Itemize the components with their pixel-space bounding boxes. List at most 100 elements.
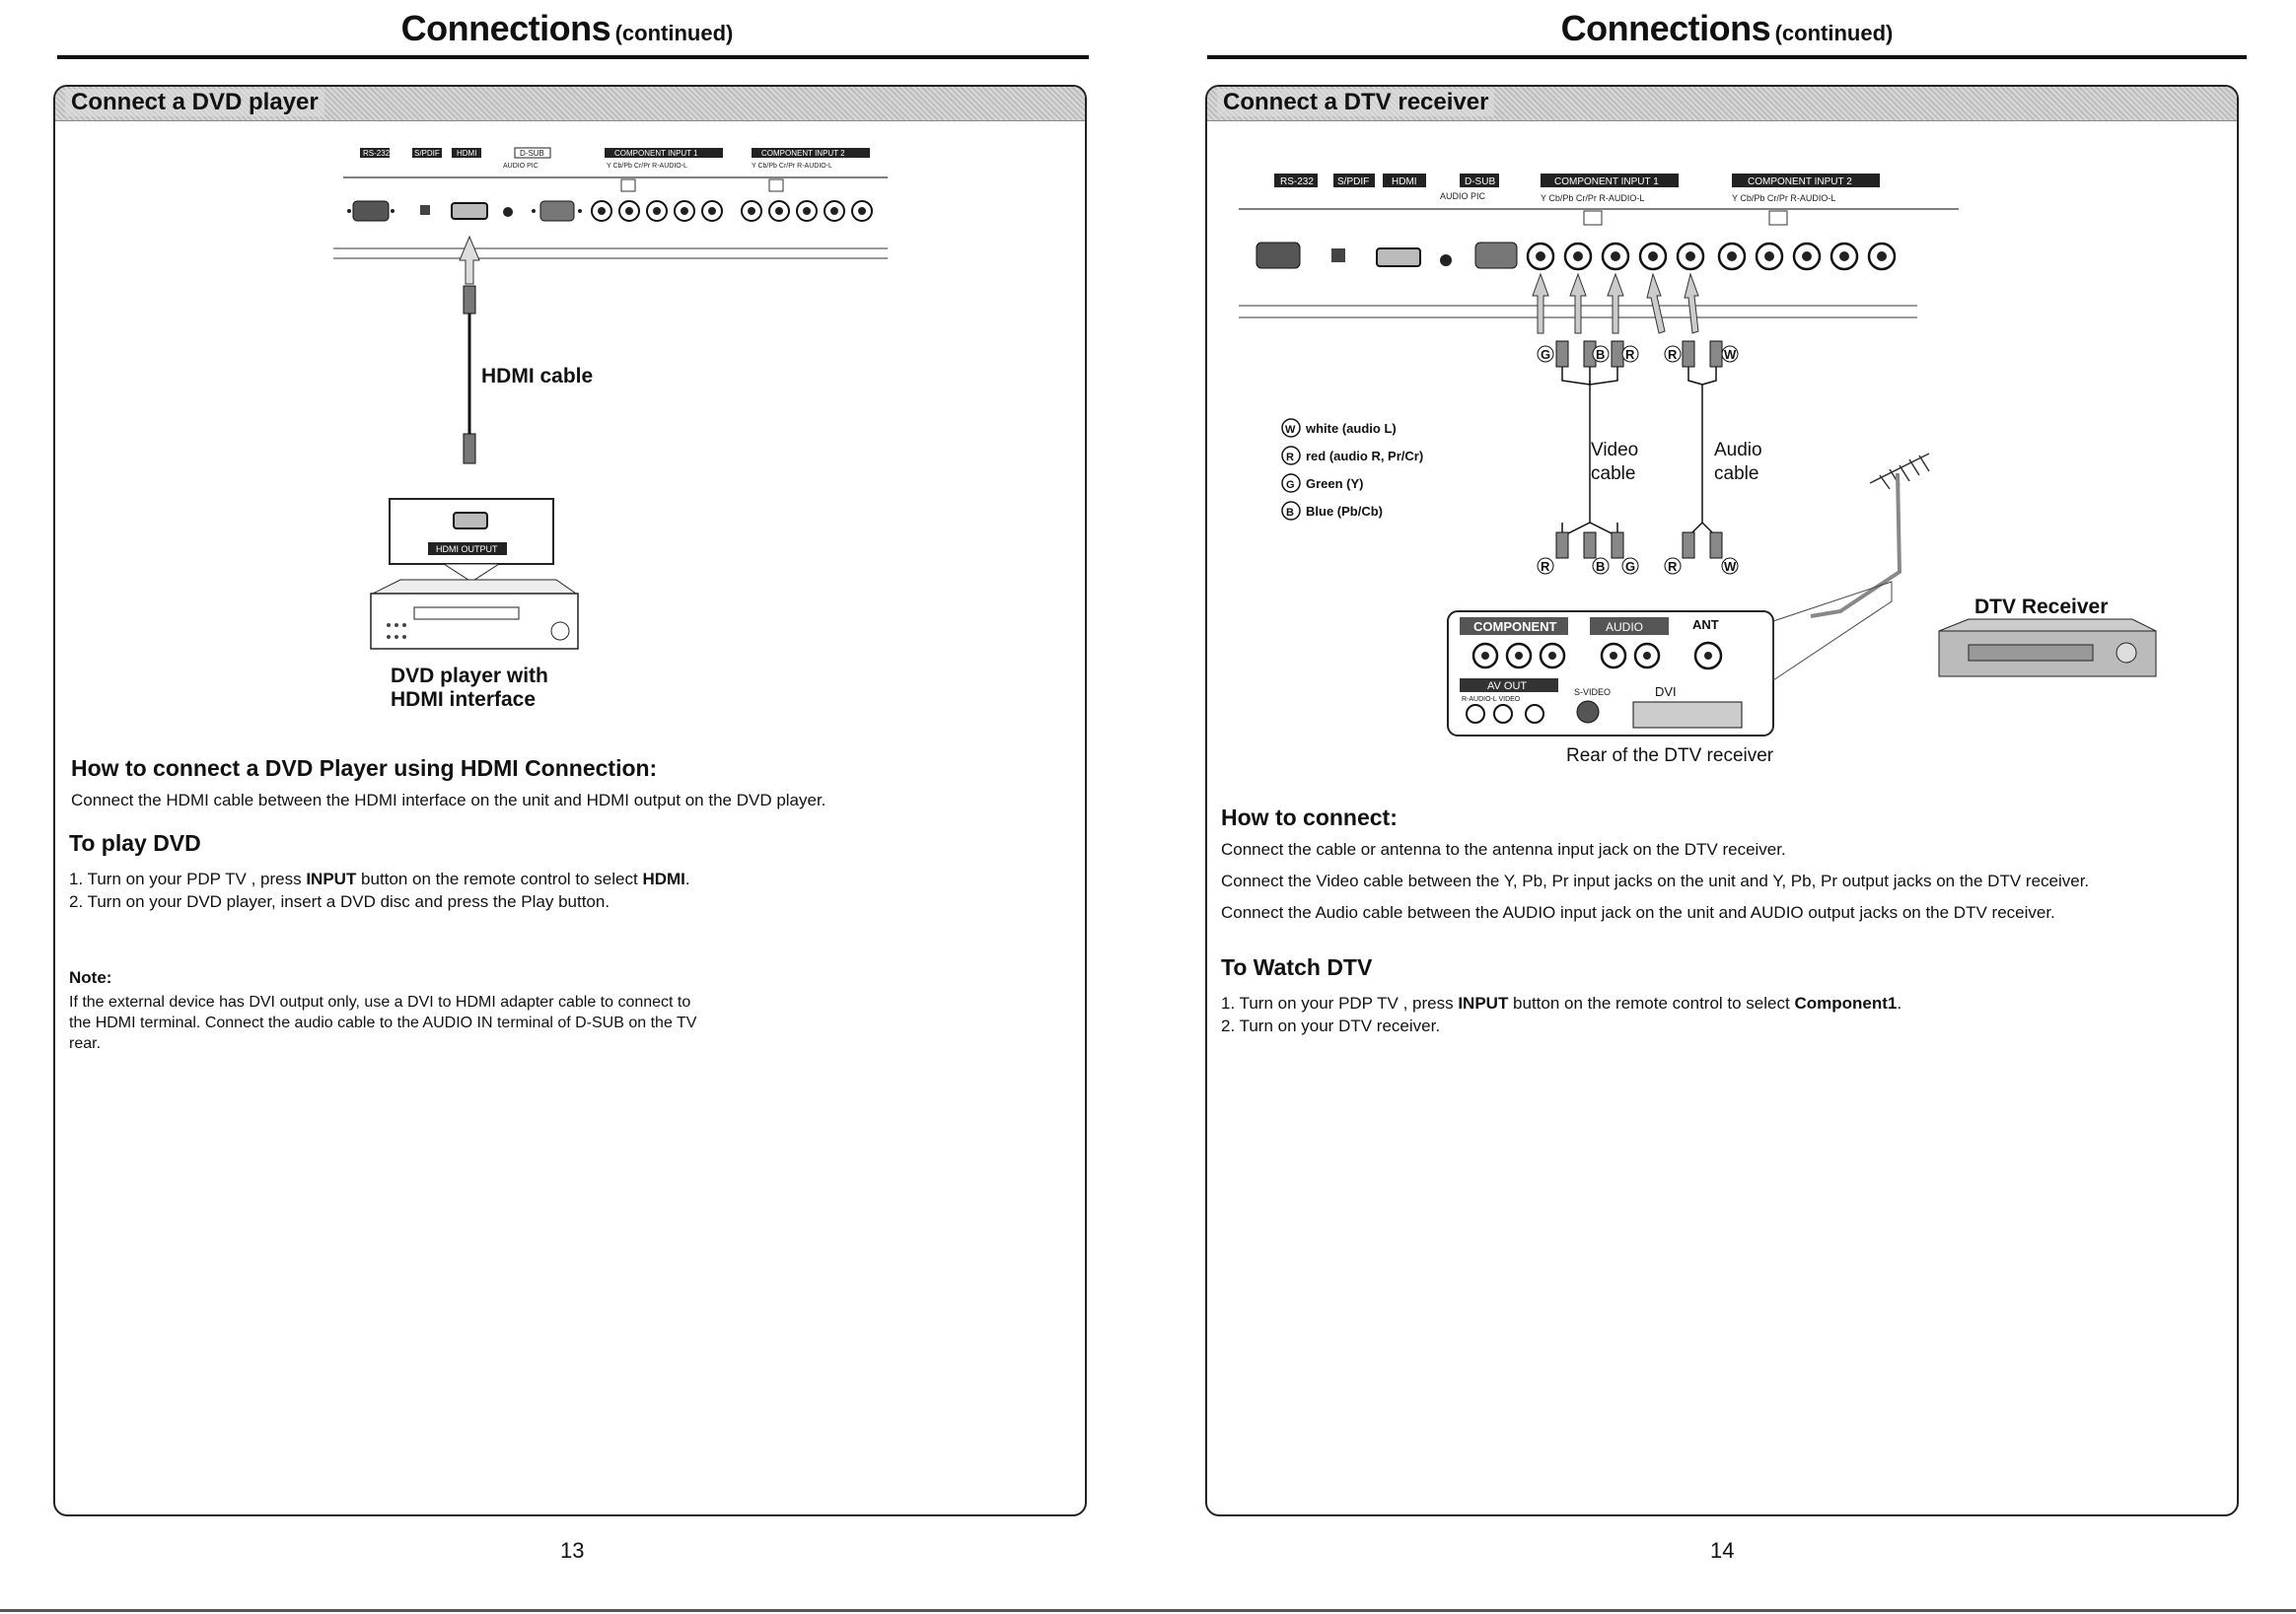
page-14: Connections (continued) Connect a DTV re… <box>1160 0 2294 1614</box>
rs232-label: RS-232 <box>363 149 391 158</box>
svg-text:R: R <box>1625 347 1635 362</box>
antenna-icon <box>1810 453 1930 618</box>
tv-rear-ports <box>1256 242 1897 271</box>
video-cable-label-1: Video <box>1591 440 1638 460</box>
comp2-sublabel: Y Cb/Pb Cr/Pr R-AUDIO-L <box>1732 193 1835 203</box>
rs232-label: RS-232 <box>1280 176 1314 187</box>
svg-text:R: R <box>1668 347 1678 362</box>
page-header: Connections (continued) <box>1160 8 2294 49</box>
rs232-label-bg <box>360 148 390 158</box>
svg-text:R: R <box>1668 559 1678 574</box>
header-rule <box>57 55 1089 59</box>
play-step-1: 1. Turn on your PDP TV , press INPUT but… <box>69 870 690 888</box>
page-13: Connections (continued) Connect a DVD pl… <box>0 0 1134 1614</box>
svg-text:G: G <box>1541 347 1550 362</box>
svg-text:W: W <box>1285 424 1296 436</box>
legend-red: red (audio R, Pr/Cr) <box>1306 449 1423 463</box>
hdmi-port <box>451 202 488 220</box>
scan-edge-line <box>0 1609 2296 1612</box>
dtv-receiver-device <box>1938 618 2157 677</box>
how-to-heading: How to connect: <box>1221 805 1398 830</box>
av-out-label: AV OUT <box>1487 680 1527 692</box>
note-text: If the external device has DVI output on… <box>69 994 697 1052</box>
svideo-port <box>1576 700 1600 724</box>
component1-label: COMPONENT INPUT 1 <box>1554 176 1659 187</box>
page-number: 13 <box>560 1538 585 1563</box>
rs232-port <box>352 200 390 222</box>
dtv-receiver-title: DTV Receiver <box>1974 596 2108 618</box>
spdif-port <box>1331 248 1345 262</box>
hdmi-connector-top <box>463 285 476 315</box>
svg-text:B: B <box>1286 507 1294 519</box>
comp1-sublabel: Y Cb/Pb Cr/Pr R-AUDIO-L <box>1541 193 1644 203</box>
audio-jack <box>1440 254 1452 266</box>
header-title: Connections <box>400 8 611 48</box>
dsub-port <box>539 200 575 222</box>
device-label-line1: DVD player with <box>391 665 548 687</box>
dvd-connection-diagram: RS-232 S/PDIF HDMI D-SUB COMPONENT INPUT… <box>333 147 888 711</box>
how-to-text: Connect the HDMI cable between the HDMI … <box>71 791 826 809</box>
svg-text:R: R <box>1286 452 1294 463</box>
audio-out-label: AUDIO <box>1606 620 1643 634</box>
av-out-sublabel: R-AUDIO-L VIDEO <box>1462 696 1521 703</box>
svg-text:G: G <box>1625 559 1635 574</box>
watch-dtv-heading: To Watch DTV <box>1221 954 1373 980</box>
legend-green: Green (Y) <box>1306 476 1364 491</box>
dsub-port <box>1474 242 1518 269</box>
watch-step-2: 2. Turn on your DTV receiver. <box>1221 1017 1441 1035</box>
hdmi-connector-bottom <box>463 433 476 464</box>
header-title: Connections <box>1560 8 1771 48</box>
audio-jack <box>503 207 513 217</box>
dtv-connection-diagram: RS-232 S/PDIF HDMI D-SUB COMPONENT INPUT… <box>1239 174 2157 766</box>
svg-text:B: B <box>1596 559 1605 574</box>
svg-text:B: B <box>1596 347 1605 362</box>
comp1-sublabel: Y Cb/Pb Cr/Pr R-AUDIO-L <box>607 163 687 170</box>
ant-label: ANT <box>1692 617 1719 632</box>
hdmi-port-label: HDMI <box>457 149 476 158</box>
video-cable-label-2: cable <box>1591 463 1635 484</box>
component2-label: COMPONENT INPUT 2 <box>1748 176 1852 187</box>
play-dvd-heading: To play DVD <box>69 830 201 856</box>
header-subtitle: (continued) <box>614 21 734 45</box>
dsub-label: D-SUB <box>1465 176 1495 187</box>
spdif-label: S/PDIF <box>1337 176 1369 187</box>
hdmi-output-label: HDMI OUTPUT <box>436 544 498 554</box>
dvi-label: DVI <box>1655 684 1677 699</box>
svg-text:G: G <box>1286 479 1295 491</box>
dsub-label: D-SUB <box>520 149 544 158</box>
header-rule <box>1207 55 2247 59</box>
hdmi-port <box>1376 247 1421 267</box>
how-to-line-1: Connect the cable or antenna to the ante… <box>1221 840 1786 859</box>
device-label-line2: HDMI interface <box>391 688 536 711</box>
dsub-sublabel: AUDIO PIC <box>503 163 538 170</box>
dvi-port <box>1632 701 1743 729</box>
how-to-line-3: Connect the Audio cable between the AUDI… <box>1221 903 2055 922</box>
watch-step-1: 1. Turn on your PDP TV , press INPUT but… <box>1221 994 1902 1013</box>
rear-caption: Rear of the DTV receiver <box>1566 745 1774 766</box>
svg-text:W: W <box>1724 559 1737 574</box>
svideo-label: S-VIDEO <box>1574 687 1611 697</box>
component1-label: COMPONENT INPUT 1 <box>614 149 698 158</box>
page-number: 14 <box>1710 1538 1735 1563</box>
play-step-2: 2. Turn on your DVD player, insert a DVD… <box>69 892 610 911</box>
svg-text:W: W <box>1724 347 1737 362</box>
spdif-port <box>420 205 430 215</box>
section-title-bar: Connect a DTV receiver <box>1207 87 2237 121</box>
section-title: Connect a DVD player <box>65 89 324 116</box>
component2-label: COMPONENT INPUT 2 <box>761 149 845 158</box>
content-panel: Connect a DTV receiver <box>1205 85 2239 1516</box>
dtv-receiver-rear-panel: COMPONENT AUDIO ANT AV OUT R-AUDIO-L VID… <box>1447 610 1774 737</box>
legend-white: white (audio L) <box>1305 421 1397 436</box>
section-title: Connect a DTV receiver <box>1217 89 1495 116</box>
connection-arrow <box>459 235 480 285</box>
hdmi-port-label: HDMI <box>1392 176 1417 187</box>
legend-blue: Blue (Pb/Cb) <box>1306 504 1383 519</box>
svg-text:R: R <box>1541 559 1550 574</box>
how-to-line-2: Connect the Video cable between the Y, P… <box>1221 872 2090 890</box>
dsub-sublabel: AUDIO PIC <box>1440 191 1486 201</box>
header-subtitle: (continued) <box>1774 21 1894 45</box>
content-panel: Connect a DVD player <box>53 85 1087 1516</box>
hdmi-cable-label: HDMI cable <box>481 365 593 387</box>
rs232-port <box>1256 242 1301 269</box>
page-header: Connections (continued) <box>0 8 1134 49</box>
